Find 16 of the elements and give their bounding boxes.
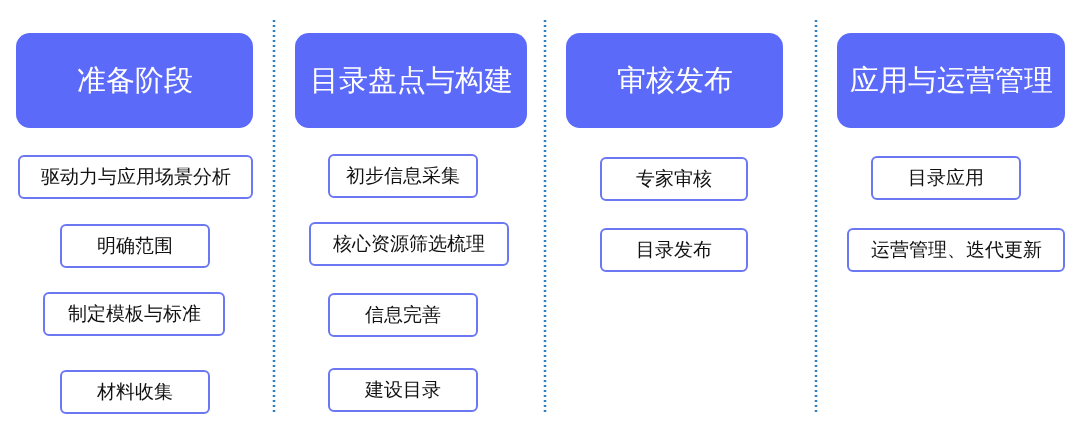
step-box: 初步信息采集 xyxy=(328,154,478,198)
step-box: 专家审核 xyxy=(600,157,748,201)
step-box: 驱动力与应用场景分析 xyxy=(18,155,253,199)
step-box: 目录发布 xyxy=(600,228,748,272)
step-box: 运营管理、迭代更新 xyxy=(847,228,1065,272)
step-box: 建设目录 xyxy=(328,368,478,412)
step-box: 材料收集 xyxy=(60,370,210,414)
phase-header: 目录盘点与构建 xyxy=(295,33,527,128)
phase-header: 审核发布 xyxy=(566,33,783,128)
step-box: 制定模板与标准 xyxy=(43,292,225,336)
step-box: 明确范围 xyxy=(60,224,210,268)
step-box: 目录应用 xyxy=(871,156,1021,200)
step-box: 信息完善 xyxy=(328,293,478,337)
phase-header: 应用与运营管理 xyxy=(837,33,1065,128)
step-box: 核心资源筛选梳理 xyxy=(309,222,509,266)
phase-header: 准备阶段 xyxy=(16,33,253,128)
